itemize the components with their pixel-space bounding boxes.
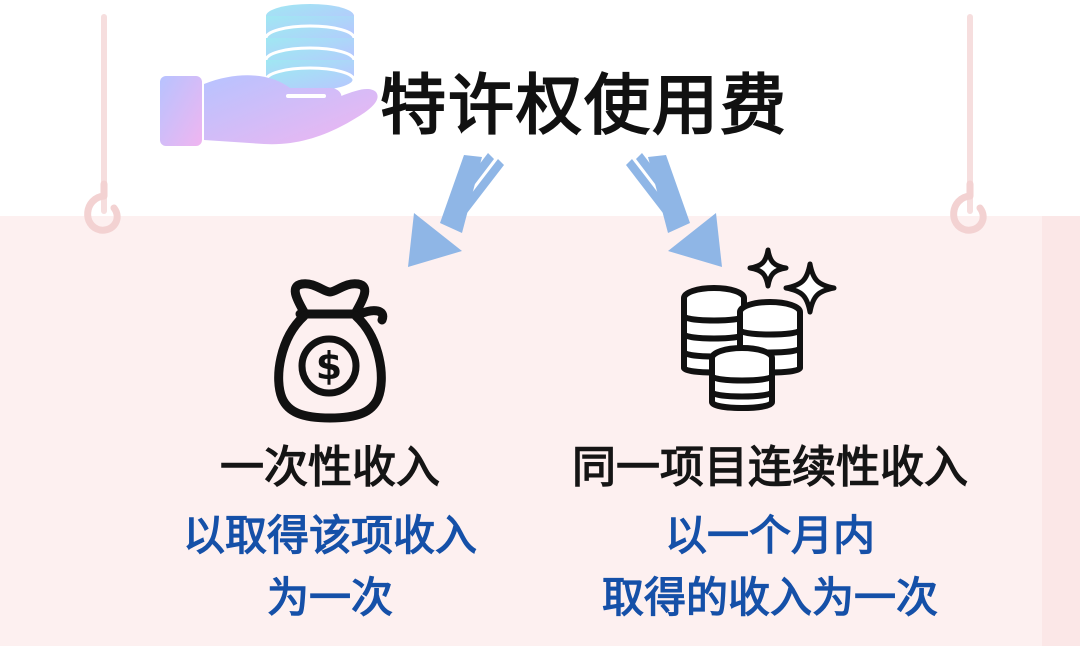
right-desc-line1: 以一个月内 [664, 511, 875, 560]
hand-with-coin-stack-icon [160, 4, 378, 146]
right-hook-icon [950, 180, 987, 234]
left-desc-line1: 以取得该项收入 [182, 511, 477, 560]
board-right-strip [1042, 216, 1080, 646]
coin-stacks-sparkle-icon [681, 247, 837, 411]
svg-text:$: $ [316, 344, 342, 388]
right-heading: 同一项目连续性收入 [572, 442, 968, 493]
background-board [0, 216, 1080, 646]
left-desc-line2: 为一次 [266, 573, 393, 622]
left-hanging-post [101, 14, 107, 214]
page-title: 特许权使用费 [380, 67, 788, 144]
left-hook-icon [84, 180, 121, 234]
money-bag-dollar-icon: $ [274, 279, 388, 423]
arrow-down-left-icon [408, 153, 504, 267]
arrow-down-right-icon [626, 153, 722, 267]
left-heading: 一次性收入 [220, 442, 440, 493]
right-hanging-post [967, 14, 973, 214]
right-desc-line2: 取得的收入为一次 [601, 573, 938, 622]
